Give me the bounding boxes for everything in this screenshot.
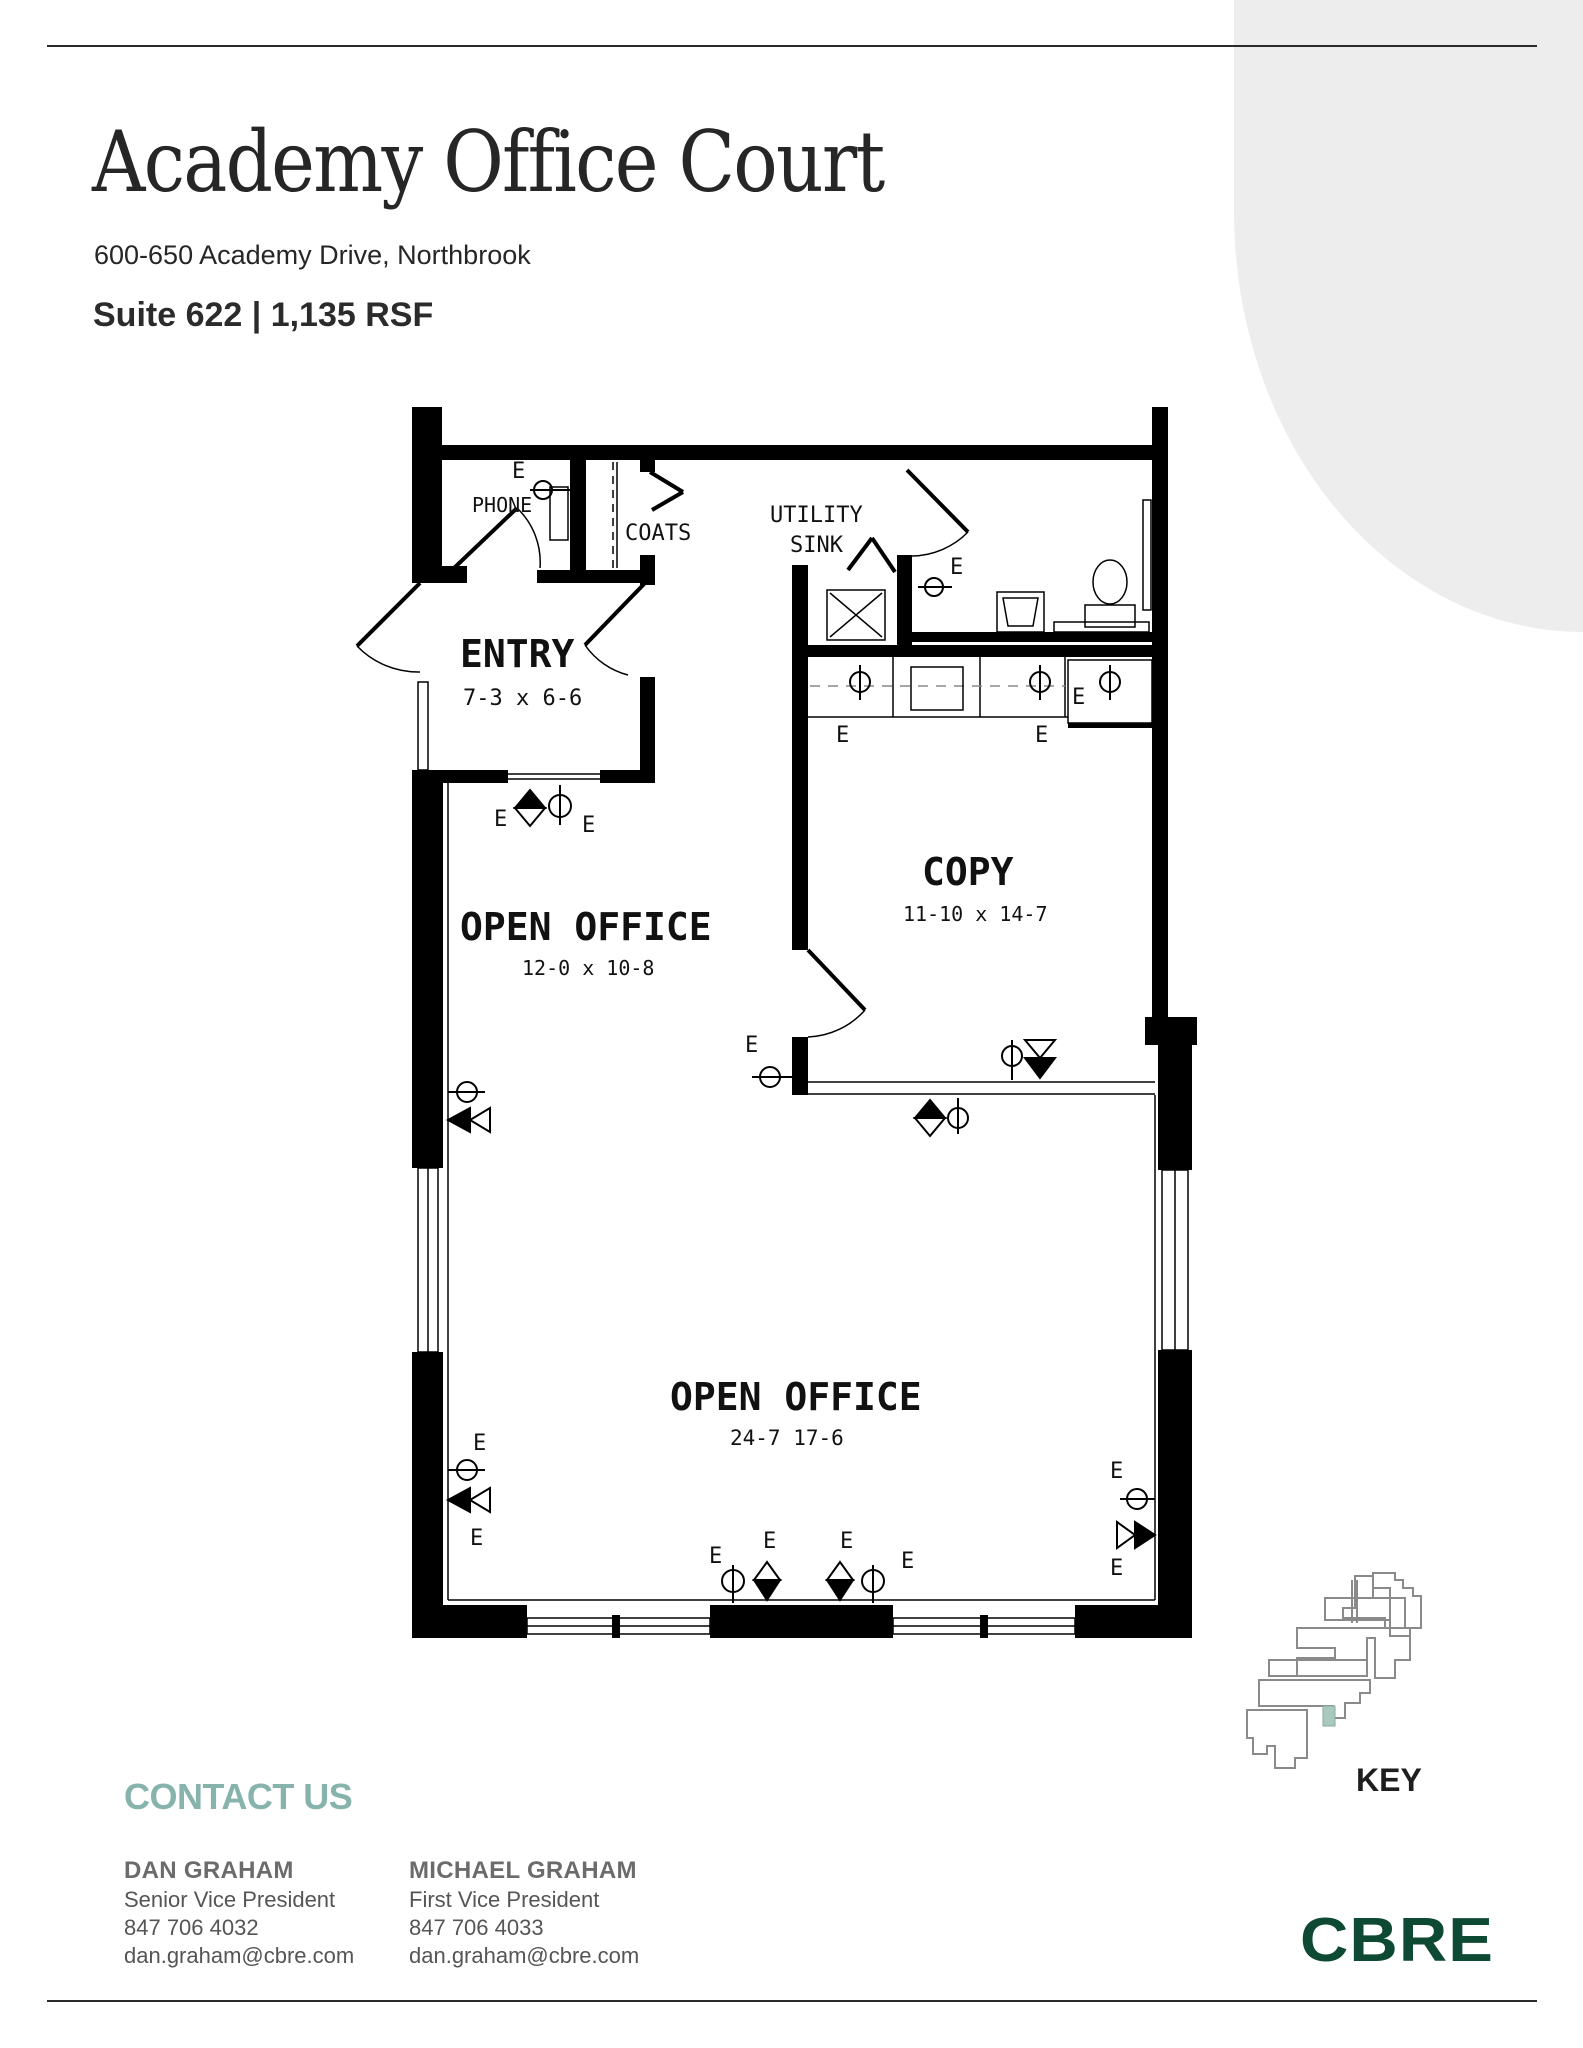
room-label-utility: UTILITY: [770, 503, 863, 528]
room-dims-entry: 7-3 x 6-6: [463, 686, 582, 711]
room-label-phone: PHONE: [472, 493, 532, 517]
outlet-marker: E: [709, 1544, 722, 1569]
room-label-entry: ENTRY: [460, 632, 575, 676]
key-label: KEY: [1356, 1762, 1422, 1798]
contact-card-dan-graham: DAN GRAHAM Senior Vice President 847 706…: [124, 1856, 354, 1970]
outlet-marker: E: [1035, 723, 1048, 748]
contact-email[interactable]: dan.graham@cbre.com: [409, 1943, 640, 1968]
outlet-marker: E: [836, 723, 849, 748]
cbre-logo: CBRE: [1300, 1906, 1495, 1975]
key-highlight-suite: [1322, 1705, 1336, 1727]
contact-card-michael-graham: MICHAEL GRAHAM First Vice President 847 …: [409, 1856, 639, 1970]
contact-name: DAN GRAHAM: [124, 1857, 294, 1884]
contact-email[interactable]: dan.graham@cbre.com: [124, 1943, 355, 1968]
contact-phone[interactable]: 847 706 4033: [409, 1915, 544, 1940]
room-label-open-office-1: OPEN OFFICE: [460, 905, 712, 949]
contact-name: MICHAEL GRAHAM: [409, 1857, 637, 1884]
outlet-marker: E: [745, 1033, 758, 1058]
contact-phone[interactable]: 847 706 4032: [124, 1915, 259, 1940]
top-divider: [47, 45, 1537, 47]
outlet-marker: E: [473, 1431, 486, 1456]
contact-title: First Vice President: [409, 1887, 600, 1912]
contact-heading: CONTACT US: [124, 1776, 353, 1817]
bottom-divider: [47, 2000, 1537, 2002]
outlet-marker: E: [494, 807, 507, 832]
outlet-marker: E: [512, 459, 525, 484]
room-dims-copy: 11-10 x 14-7: [903, 902, 1048, 926]
key-site-map: [1246, 1572, 1422, 1769]
outlet-marker: E: [763, 1529, 776, 1554]
page-title: Academy Office Court: [92, 113, 885, 211]
decorative-corner-shape: [1234, 0, 1583, 632]
property-address: 600-650 Academy Drive, Northbrook: [94, 240, 531, 270]
room-dims-open-office-1: 12-0 x 10-8: [522, 956, 654, 980]
outlet-marker: E: [1110, 1459, 1123, 1484]
contact-title: Senior Vice President: [124, 1887, 336, 1912]
room-label-coats: COATS: [625, 521, 691, 546]
outlet-marker: E: [901, 1549, 914, 1574]
room-dims-open-office-2: 24-7 17-6: [730, 1426, 844, 1450]
outlet-marker: E: [470, 1526, 483, 1551]
room-label-open-office-2: OPEN OFFICE: [670, 1375, 922, 1419]
room-label-copy: COPY: [922, 850, 1014, 894]
outlet-marker: E: [1072, 685, 1085, 710]
floor-plan: PHONE COATS UTILITY SINK ENTRY 7-3 x 6-6…: [355, 407, 1197, 1638]
outlet-marker: E: [1110, 1556, 1123, 1581]
room-label-sink: SINK: [790, 533, 844, 558]
outlet-marker: E: [582, 813, 595, 838]
outlet-marker: E: [840, 1529, 853, 1554]
suite-info: Suite 622 | 1,135 RSF: [93, 296, 434, 334]
outlet-marker: E: [950, 555, 963, 580]
